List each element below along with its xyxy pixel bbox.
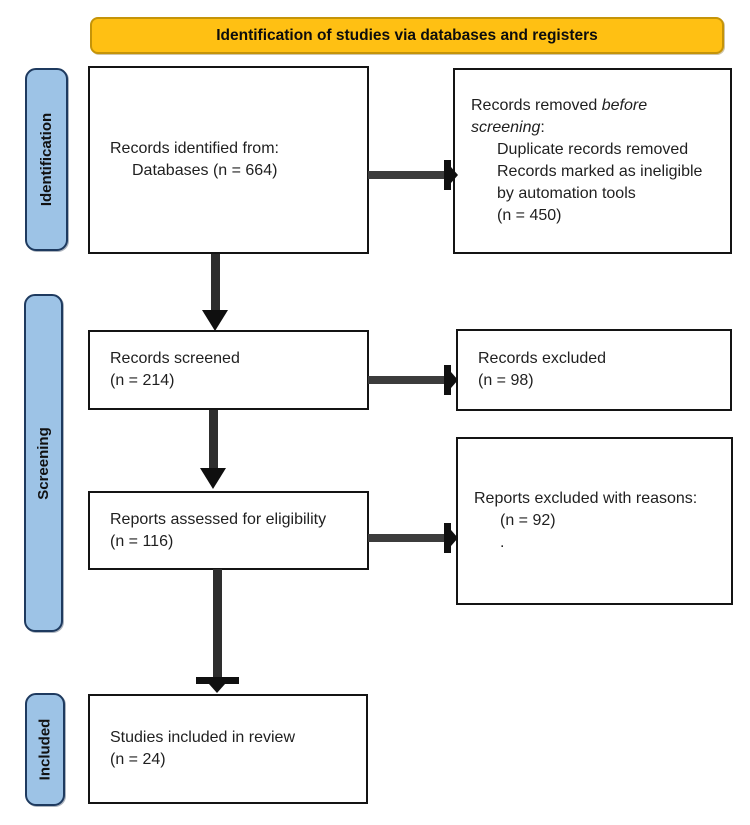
records-screened-line1: Records screened	[110, 350, 240, 367]
down-arrow-assessed-to-included-tip	[209, 684, 225, 693]
records-excluded-line1: Records excluded	[478, 350, 607, 367]
box-records-excluded: Records excluded (n = 98)	[456, 329, 732, 411]
down-arrow-assessed-to-included-shaft	[213, 569, 222, 679]
records-removed-line2-italic: screening	[471, 119, 541, 136]
down-arrow-assessed-to-included-bar	[196, 677, 239, 684]
records-removed-line1-italic: before	[601, 97, 648, 114]
right-arrow-screened-to-excluded-nub	[451, 372, 458, 388]
studies-included-line2: (n = 24)	[110, 751, 166, 768]
reports-excluded-line2: (n = 92)	[500, 512, 556, 529]
right-arrow-assessed-to-excluded-head	[444, 523, 451, 553]
right-arrow-assessed-to-excluded-shaft	[368, 534, 444, 542]
records-removed-line1: Records removed before	[471, 95, 724, 117]
down-arrow-screened-to-assessed-head	[200, 468, 226, 489]
box-records-removed: Records removed before screening: Duplic…	[453, 68, 732, 254]
right-arrow-screened-to-excluded-shaft	[368, 376, 444, 384]
reports-excluded-line1: Reports excluded with reasons:	[474, 490, 698, 507]
banner-title: Identification of studies via databases …	[216, 26, 598, 44]
reports-excluded-line3: .	[500, 534, 505, 551]
records-removed-line1-normal: Records removed	[471, 97, 602, 114]
records-removed-item1: Duplicate records removed	[497, 141, 689, 158]
studies-included-line1: Studies included in review	[110, 729, 295, 746]
stage-label-screening: Screening	[24, 294, 63, 632]
down-arrow-identified-to-screened-head	[202, 310, 228, 331]
down-arrow-screened-to-assessed-shaft	[209, 410, 218, 470]
right-arrow-assessed-to-excluded-nub	[451, 530, 458, 546]
records-identified-line1: Records identified from:	[110, 140, 279, 157]
right-arrow-identified-to-removed-shaft	[368, 171, 444, 179]
down-arrow-identified-to-screened-shaft	[211, 254, 220, 312]
stage-label-identification: Identification	[25, 68, 68, 251]
box-studies-included: Studies included in review (n = 24)	[88, 694, 368, 804]
records-identified-line2: Databases (n = 664)	[132, 162, 278, 179]
records-removed-item3: by automation tools	[497, 185, 636, 202]
records-screened-line2: (n = 214)	[110, 372, 175, 389]
box-reports-assessed: Reports assessed for eligibility (n = 11…	[88, 491, 369, 570]
records-removed-line2-normal: :	[540, 119, 545, 136]
box-records-screened: Records screened (n = 214)	[88, 330, 369, 410]
banner-identification-via-databases: Identification of studies via databases …	[90, 17, 724, 54]
records-excluded-line2: (n = 98)	[478, 372, 534, 389]
box-reports-excluded: Reports excluded with reasons: (n = 92) …	[456, 437, 733, 605]
reports-assessed-line1: Reports assessed for eligibility	[110, 510, 327, 528]
records-removed-line2: screening:	[471, 117, 724, 139]
right-arrow-identified-to-removed-nub	[451, 167, 458, 183]
right-arrow-screened-to-excluded-head	[444, 365, 451, 395]
records-removed-item2: Records marked as ineligible	[497, 163, 703, 180]
stage-label-included: Included	[25, 693, 65, 806]
right-arrow-identified-to-removed-head	[444, 160, 451, 190]
reports-assessed-line2: (n = 116)	[110, 532, 174, 550]
stage-label-identification-text: Identification	[38, 112, 55, 207]
stage-label-screening-text: Screening	[35, 426, 52, 500]
box-records-identified: Records identified from: Databases (n = …	[88, 66, 369, 254]
stage-label-included-text: Included	[36, 718, 54, 781]
records-removed-count: (n = 450)	[497, 207, 562, 224]
